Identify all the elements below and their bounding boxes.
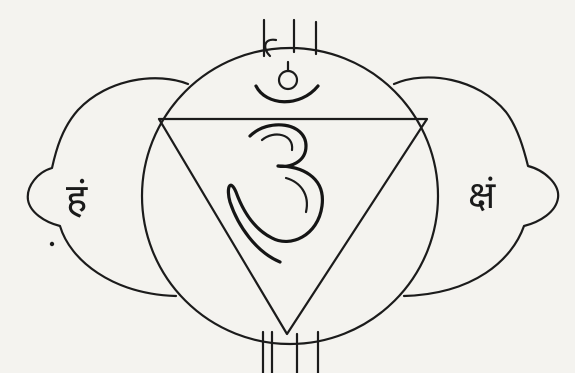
- right-petal-syllable: क्षं: [468, 173, 496, 217]
- left-petal-dot: [50, 242, 54, 246]
- left-petal-syllable: हं: [66, 176, 88, 222]
